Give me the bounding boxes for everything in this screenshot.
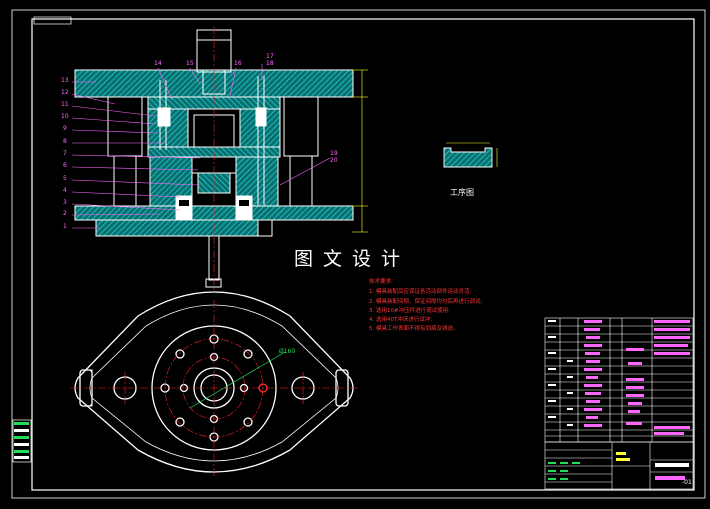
title-block-cells bbox=[548, 452, 689, 480]
part-label-18: 18 bbox=[266, 60, 274, 67]
tech-notes-heading: 技术要求: bbox=[369, 279, 393, 285]
part-label-9: 9 bbox=[63, 125, 67, 132]
part-label-14: 14 bbox=[154, 60, 162, 67]
guide-post-left bbox=[113, 155, 137, 207]
part-label-6: 6 bbox=[63, 162, 67, 169]
drawing-title: 图文设计 bbox=[294, 248, 411, 270]
tech-note-item: 2. 模具装配间隙、保证间隙均匀后再进行调试; bbox=[369, 298, 483, 305]
part-label-16: 16 bbox=[234, 60, 242, 67]
part-label-13: 13 bbox=[61, 77, 69, 84]
part-label-11: 11 bbox=[61, 101, 69, 108]
parts-list-cells bbox=[548, 320, 690, 435]
section-view bbox=[74, 26, 354, 290]
part-label-5: 5 bbox=[63, 175, 67, 182]
part-label-8: 8 bbox=[63, 138, 67, 145]
parts-list-table bbox=[544, 317, 694, 443]
plan-view-centerlines bbox=[70, 300, 358, 476]
page-number: -01 bbox=[682, 479, 692, 486]
technical-notes: 技术要求: 1. 模具装配后应保证各活动部件运动灵活; 2. 模具装配间隙、保证… bbox=[369, 278, 482, 335]
part-label-1: 1 bbox=[63, 223, 67, 230]
tech-note-item: 3. 选用10#冲压件进行调试使用; bbox=[369, 307, 450, 314]
part-label-3: 3 bbox=[63, 199, 67, 206]
part-label-19: 19 bbox=[330, 150, 338, 157]
leader-lines bbox=[71, 64, 331, 229]
part-label-2: 2 bbox=[63, 210, 67, 217]
dimension-leader bbox=[189, 351, 286, 409]
guide-bush-right-top bbox=[283, 96, 319, 157]
drawing-frame bbox=[11, 9, 706, 499]
part-label-4: 4 bbox=[63, 187, 67, 194]
tech-note-item: 5. 模具工作表面不得有划痕及锈迹。 bbox=[369, 326, 459, 333]
part-label-10: 10 bbox=[61, 113, 69, 120]
guide-post-right bbox=[289, 155, 313, 207]
part-label-15: 15 bbox=[186, 60, 194, 67]
tech-note-item: 1. 模具装配后应保证各活动部件运动灵活; bbox=[369, 289, 472, 296]
process-view bbox=[443, 142, 498, 168]
tech-note-item: 4. 选用40T冲床进行试冲; bbox=[369, 317, 433, 324]
section-dimensions bbox=[352, 69, 368, 233]
process-view-label: 工序图 bbox=[450, 188, 474, 197]
title-block bbox=[544, 441, 694, 490]
side-stamp bbox=[12, 419, 32, 463]
part-label-7: 7 bbox=[63, 150, 67, 157]
part-label-20: 20 bbox=[330, 157, 338, 164]
guide-bush-left-top bbox=[107, 96, 143, 157]
bottom-view-dimension: Ø160 bbox=[279, 348, 296, 355]
part-label-17: 17 bbox=[266, 53, 274, 60]
part-label-12: 12 bbox=[61, 89, 69, 96]
